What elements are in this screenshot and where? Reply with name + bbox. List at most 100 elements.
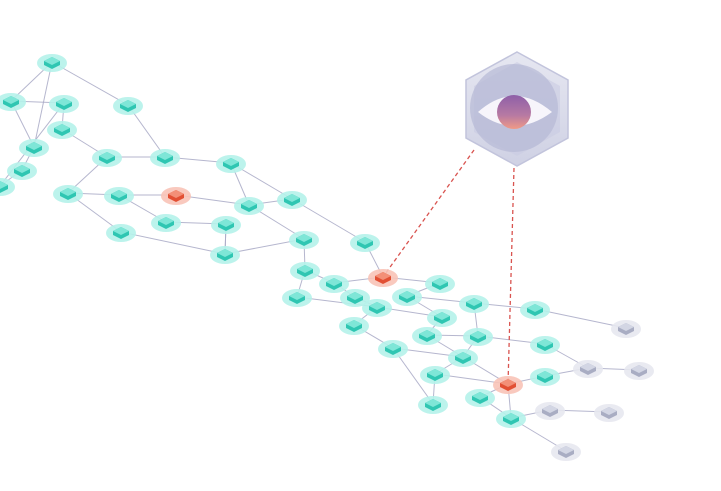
node-normal[interactable] [340,289,370,307]
cube-node-icon [472,392,488,404]
monitor-dashed-link [382,149,475,278]
cube-node-icon [284,194,300,206]
node-normal[interactable] [339,317,369,335]
node-normal[interactable] [113,97,143,115]
node-normal[interactable] [418,396,448,414]
node-inactive[interactable] [573,360,603,378]
node-anomaly[interactable] [368,269,398,287]
cube-node-icon [99,152,115,164]
cube-node-icon [0,181,8,193]
node-normal[interactable] [290,262,320,280]
node-normal[interactable] [448,349,478,367]
cube-node-icon [601,407,617,419]
cube-node-icon [537,371,553,383]
cube-node-icon [3,96,19,108]
cube-node-icon [346,320,362,332]
node-normal[interactable] [106,224,136,242]
node-normal[interactable] [0,93,26,111]
cube-node-icon [326,278,342,290]
edge-line [392,347,434,405]
node-normal[interactable] [37,54,67,72]
node-normal[interactable] [289,231,319,249]
cube-node-icon [56,98,72,110]
cube-node-icon [527,304,543,316]
node-normal[interactable] [378,340,408,358]
cube-node-icon [289,292,305,304]
node-normal[interactable] [362,299,392,317]
cube-node-icon [241,200,257,212]
node-normal[interactable] [282,289,312,307]
node-inactive[interactable] [535,402,565,420]
node-normal[interactable] [496,410,526,428]
node-normal[interactable] [210,246,240,264]
node-normal[interactable] [49,95,79,113]
cube-node-icon [157,152,173,164]
node-normal[interactable] [216,155,246,173]
cube-node-icon [542,405,558,417]
monitor-dashed-link [507,167,515,385]
monitor-eye-icon[interactable] [465,51,569,167]
cube-node-icon [217,249,233,261]
cube-node-icon [111,190,127,202]
cube-node-icon [399,291,415,303]
edge-line [291,198,366,243]
cube-node-icon [425,399,441,411]
cube-node-icon [375,272,391,284]
node-normal[interactable] [0,178,15,196]
node-normal[interactable] [47,121,77,139]
node-inactive[interactable] [624,362,654,380]
cube-node-icon [26,142,42,154]
edge-line [120,231,226,255]
cube-node-icon [470,331,486,343]
node-inactive[interactable] [611,320,641,338]
node-normal[interactable] [530,368,560,386]
node-inactive[interactable] [551,443,581,461]
node-normal[interactable] [277,191,307,209]
node-normal[interactable] [412,327,442,345]
cube-node-icon [223,158,239,170]
cube-node-icon [120,100,136,112]
edge-line [33,61,53,148]
cube-node-icon [54,124,70,136]
cube-node-icon [357,237,373,249]
node-normal[interactable] [234,197,264,215]
cube-node-icon [500,379,516,391]
cube-node-icon [168,190,184,202]
node-normal[interactable] [420,366,450,384]
node-normal[interactable] [53,185,83,203]
node-normal[interactable] [150,149,180,167]
node-anomaly[interactable] [493,376,523,394]
eye-iris [497,95,531,129]
node-normal[interactable] [350,234,380,252]
cube-node-icon [385,343,401,355]
cube-node-icon [631,365,647,377]
node-normal[interactable] [7,162,37,180]
node-normal[interactable] [392,288,422,306]
node-normal[interactable] [520,301,550,319]
monitor-link-layer [382,149,515,385]
node-layer [0,54,654,461]
node-normal[interactable] [151,214,181,232]
cube-node-icon [618,323,634,335]
cube-node-icon [432,278,448,290]
node-normal[interactable] [459,295,489,313]
node-normal[interactable] [463,328,493,346]
node-normal[interactable] [465,389,495,407]
node-normal[interactable] [104,187,134,205]
node-normal[interactable] [92,149,122,167]
node-anomaly[interactable] [161,187,191,205]
cube-node-icon [14,165,30,177]
node-normal[interactable] [211,216,241,234]
cube-node-icon [347,292,363,304]
cube-node-icon [427,369,443,381]
cube-node-icon [297,265,313,277]
node-normal[interactable] [319,275,349,293]
node-normal[interactable] [19,139,49,157]
cube-node-icon [419,330,435,342]
node-normal[interactable] [427,309,457,327]
node-normal[interactable] [425,275,455,293]
node-normal[interactable] [530,336,560,354]
node-inactive[interactable] [594,404,624,422]
